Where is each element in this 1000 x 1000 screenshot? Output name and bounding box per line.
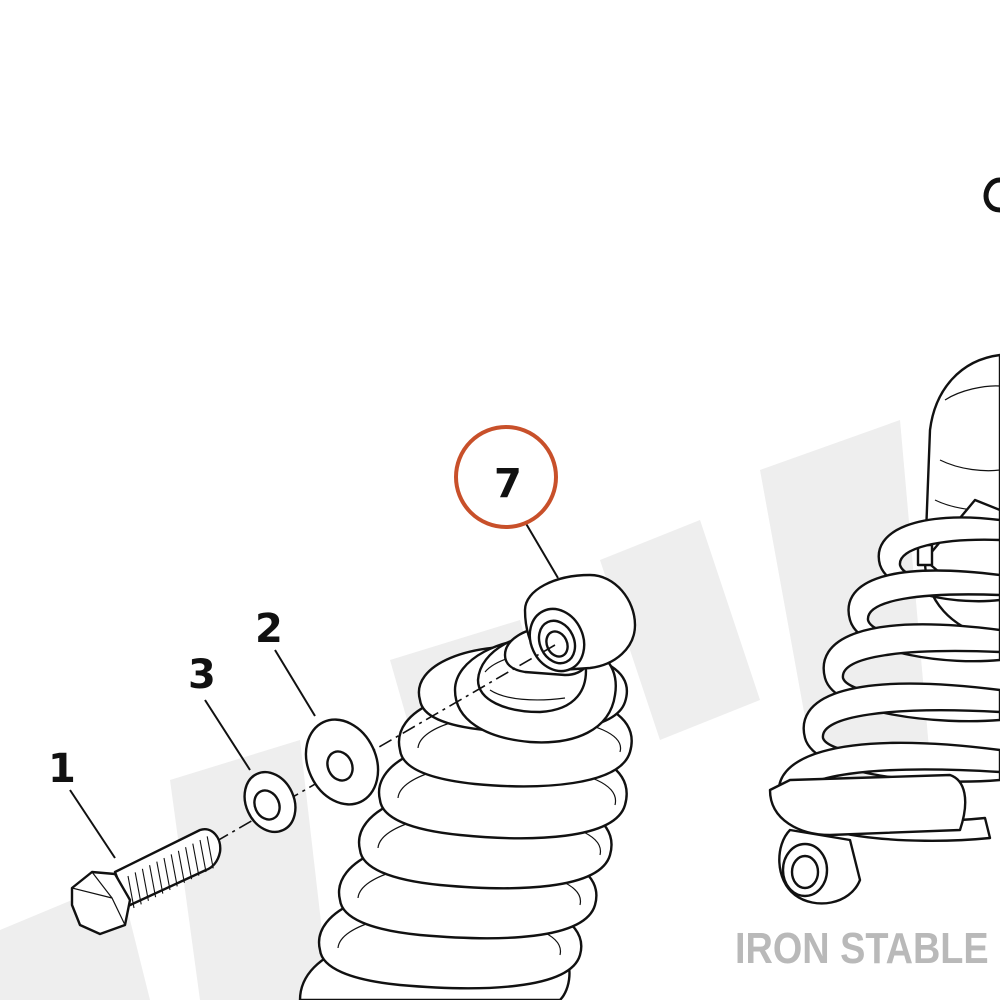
bolt-thread-line — [177, 850, 185, 883]
right-shock-absorber — [768, 353, 1000, 905]
callout-7: 7 — [494, 461, 522, 507]
brand-watermark-text: IRON STABLE — [735, 924, 989, 973]
leader-line-3 — [204, 699, 251, 771]
bolt-thread-line — [134, 872, 142, 905]
bolt-threads — [127, 836, 214, 909]
callout-1: 1 — [48, 746, 76, 792]
leader-line-2 — [274, 649, 316, 717]
callout-3: 3 — [188, 652, 216, 698]
bolt-thread-line — [206, 836, 214, 869]
lock-washer — [243, 770, 297, 834]
hex-bolt — [70, 828, 222, 936]
leader-line-1 — [69, 789, 116, 859]
bolt-thread-line — [141, 868, 149, 901]
bolt-thread-line — [149, 865, 157, 898]
bolt-thread-line — [170, 854, 178, 887]
callout-2: 2 — [255, 606, 283, 652]
bolt-thread-line — [156, 861, 164, 894]
callout-highlight-circle — [454, 425, 558, 529]
flat-washer-large — [304, 718, 380, 806]
main-shock-absorber — [298, 573, 637, 1000]
right-lower-eyelet — [778, 828, 862, 905]
bolt-thread-line — [185, 847, 193, 880]
bolt-thread-line — [192, 843, 200, 876]
bolt-thread-line — [199, 839, 207, 873]
clipped-callout-fragment — [983, 177, 1000, 213]
bolt-thread-line — [127, 875, 135, 909]
bolt-thread-line — [163, 857, 171, 891]
